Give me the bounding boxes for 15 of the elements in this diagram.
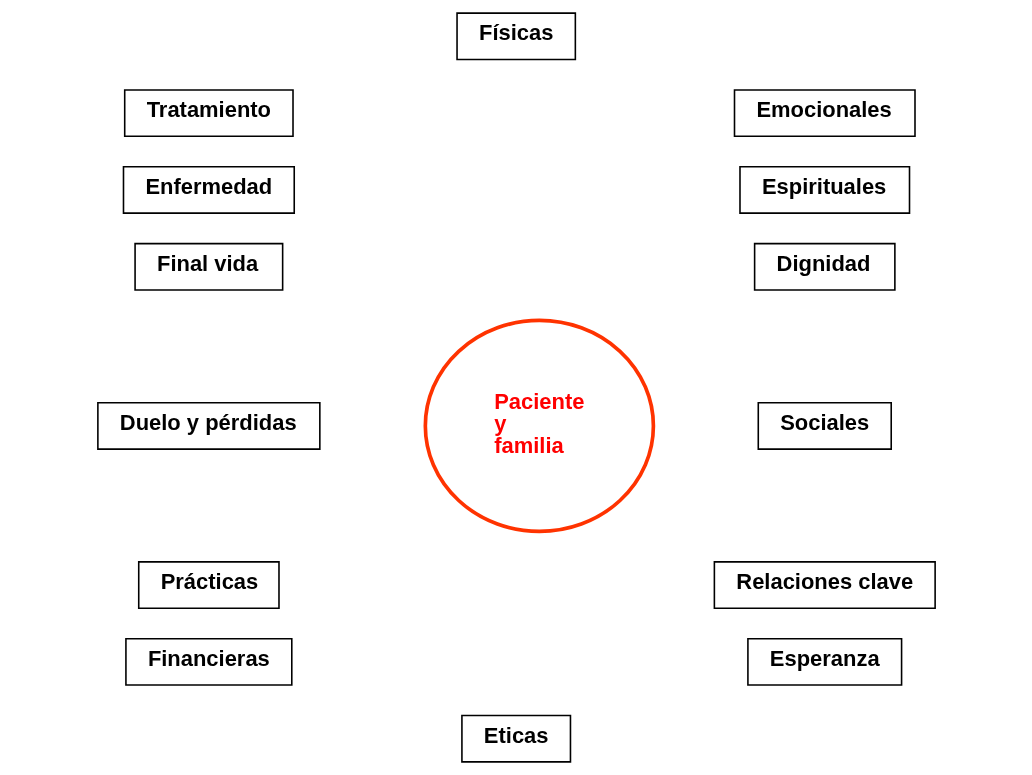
node-box: Prácticas [137, 561, 280, 610]
node-box: Sociales [757, 401, 892, 450]
node-box: Dignidad [753, 242, 896, 291]
node-box: Tratamiento [123, 89, 294, 138]
node-box: Espirituales [738, 165, 910, 214]
node-box: Eticas [460, 714, 571, 763]
node-box: Esperanza [746, 637, 902, 686]
node-box: Enfermedad [122, 165, 295, 214]
node-box: Físicas [455, 12, 576, 61]
node-circle: Paciente y familia [423, 318, 655, 534]
node-box: Duelo y pérdidas [96, 401, 321, 450]
node-box: Final vida [133, 242, 283, 291]
node-box: Emocionales [733, 89, 916, 138]
node-box: Financieras [124, 637, 293, 686]
node-box: Relaciones clave [713, 561, 936, 610]
